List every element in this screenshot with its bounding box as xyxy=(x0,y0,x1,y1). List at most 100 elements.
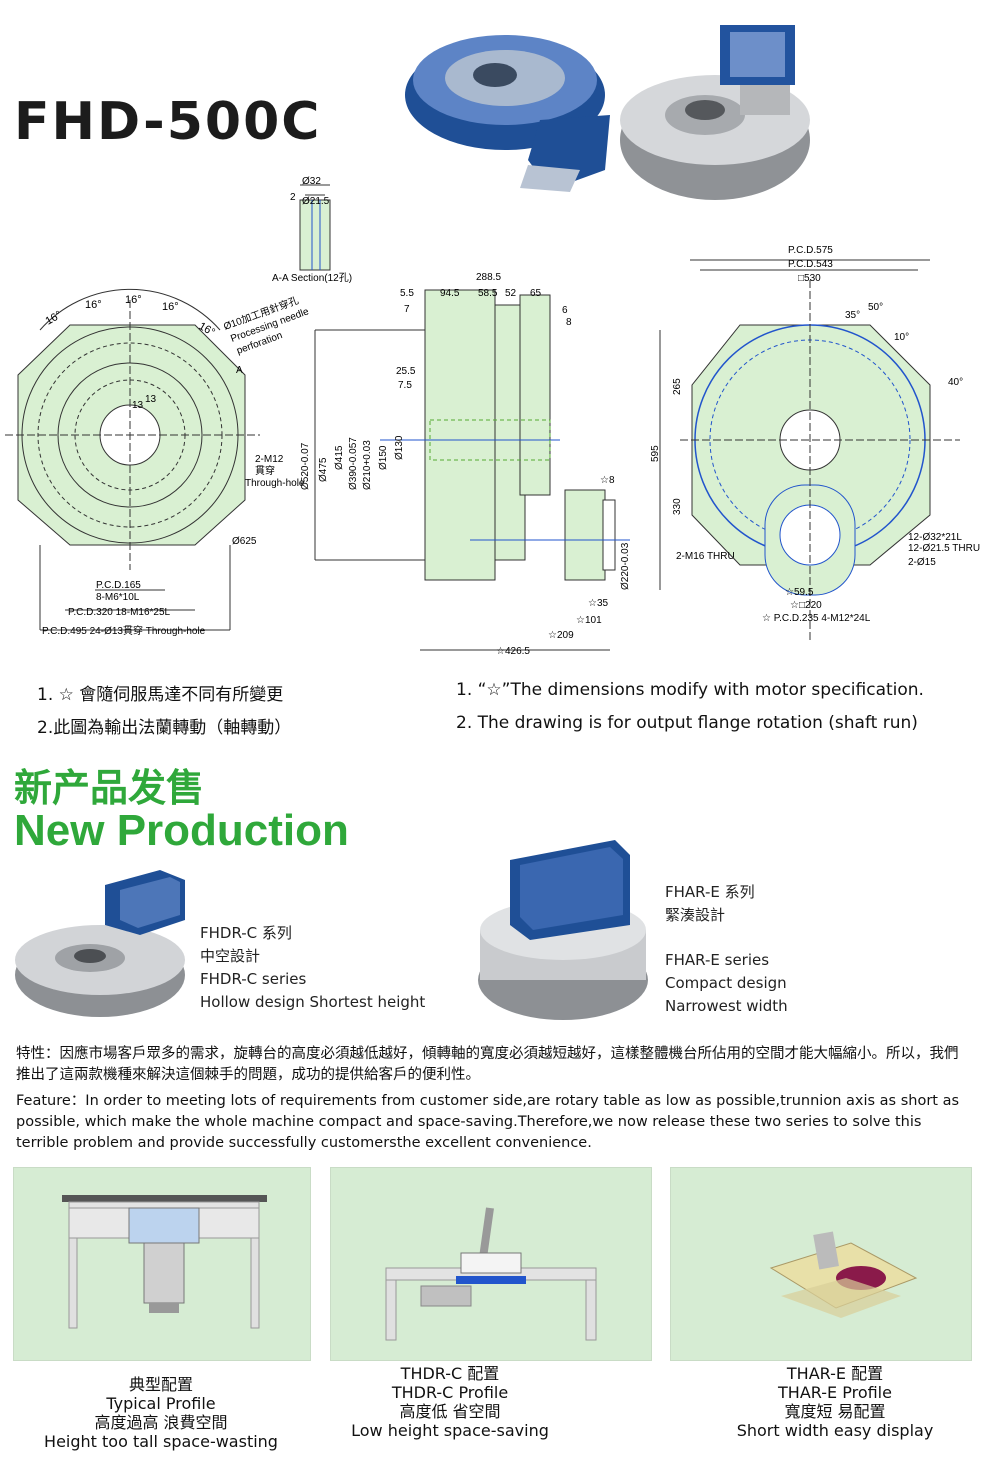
pcd-495: P.C.D.495 24-Ø13貫穿 Through-hole xyxy=(42,624,206,637)
thar-caption-2: THAR-E Profile xyxy=(778,1383,892,1402)
dim-star-8: ☆8 xyxy=(600,475,615,486)
dim-7: 7 xyxy=(404,304,410,315)
top-view xyxy=(659,259,960,640)
fhdr-line-1: FHDR-C 系列 xyxy=(200,924,292,942)
angle-label: 16° xyxy=(125,294,142,306)
thdr-profile-illustration xyxy=(385,1207,597,1341)
thdr-caption-3: 高度低 省空間 xyxy=(399,1402,501,1421)
angle-label: 16° xyxy=(85,299,102,311)
typical-caption-4: Height too tall space-wasting xyxy=(44,1432,278,1451)
dia-130: Ø130 xyxy=(394,435,405,460)
dim-255: 25.5 xyxy=(396,366,416,377)
note-zh-1: 1. ☆ 會隨伺服馬達不同有所變更 xyxy=(37,685,284,705)
typical-profile-illustration xyxy=(62,1195,267,1329)
typical-caption-2: Typical Profile xyxy=(106,1394,216,1413)
typical-caption-1: 典型配置 xyxy=(128,1375,193,1394)
pcd-165: P.C.D.165 xyxy=(96,580,141,591)
callout-215: 12-Ø21.5 THRU xyxy=(908,543,980,554)
dim-star-35: ☆35 xyxy=(588,598,609,609)
note-en-2: 2. The drawing is for output flange rota… xyxy=(456,713,918,733)
thar-profile-panel xyxy=(670,1167,972,1361)
callout-through-zh: 貫穿 xyxy=(255,464,275,477)
pcd-165-thread: 8-M6*10L xyxy=(96,592,140,603)
pcd-575: P.C.D.575 xyxy=(788,245,833,256)
fhar-line-3: FHAR-E series xyxy=(665,951,770,969)
dim-55: 5.5 xyxy=(400,288,414,299)
thar-caption-4: Short width easy display xyxy=(736,1421,934,1440)
angle-label: 16° xyxy=(162,301,179,313)
dim-13b: 13 xyxy=(145,394,157,405)
sq-530: □530 xyxy=(798,273,821,284)
angle-50: 50° xyxy=(868,302,883,313)
dia-520: Ø520-0.07 xyxy=(300,442,311,490)
dim-75: 7.5 xyxy=(398,380,412,391)
callout-15: 2-Ø15 xyxy=(908,557,936,568)
thar-profile-illustration xyxy=(769,1231,918,1318)
pcd-235: ☆ P.C.D.235 4-M12*24L xyxy=(762,613,871,624)
dia-475: Ø475 xyxy=(318,457,329,482)
thar-caption-3: 寬度短 易配置 xyxy=(784,1402,886,1421)
angle-35: 35° xyxy=(845,310,860,321)
dim-595-star: ☆59.5 xyxy=(785,587,814,598)
side-view xyxy=(314,289,630,651)
fhar-line-1: FHAR-E 系列 xyxy=(665,883,755,901)
typical-caption-3: 高度過高 浪費空間 xyxy=(94,1413,228,1432)
new-product-heading-zh: 新产品发售 xyxy=(14,766,205,810)
thdr-profile-panel xyxy=(330,1167,652,1361)
dim-220: Ø220-0.03 xyxy=(620,542,631,590)
dim-star-209: ☆209 xyxy=(548,630,574,641)
note-en-1: 1. “☆”The dimensions modify with motor s… xyxy=(456,680,924,700)
dim-265: 265 xyxy=(672,378,683,395)
fhar-product-image xyxy=(478,840,648,1020)
section-aa-detail xyxy=(299,184,331,271)
thdr-caption-4: Low height space-saving xyxy=(351,1421,549,1440)
dim-52: 52 xyxy=(505,288,517,299)
dim-13a: 13 xyxy=(132,400,144,411)
new-product-heading-en: New Production xyxy=(14,806,349,855)
dia-390: Ø390-0.057 xyxy=(348,437,359,490)
fhar-line-5: Narrowest width xyxy=(665,997,788,1015)
dim-8: 8 xyxy=(566,317,572,328)
dim-sec-2: 2 xyxy=(290,192,296,203)
product-render-top xyxy=(405,25,810,200)
thdr-caption-2: THDR-C Profile xyxy=(391,1383,509,1402)
angle-40: 40° xyxy=(948,377,963,388)
fhdr-product-image xyxy=(15,870,185,1017)
pcd-320: P.C.D.320 18-M16*25L xyxy=(68,607,171,618)
fhar-line-2: 緊湊設計 xyxy=(665,906,726,924)
dim-945: 94.5 xyxy=(440,288,460,299)
thar-caption-1: THAR-E 配置 xyxy=(786,1364,884,1383)
callout-m16: 2-M16 THRU xyxy=(676,551,735,562)
typical-profile-panel xyxy=(13,1167,311,1361)
dim-330: 330 xyxy=(672,498,683,515)
fhdr-line-3: FHDR-C series xyxy=(200,970,307,988)
callout-a: A xyxy=(236,365,243,376)
section-label: A-A Section(12孔) xyxy=(272,272,352,284)
callout-625: Ø625 xyxy=(232,536,257,547)
dim-6: 6 xyxy=(562,305,568,316)
dim-595: 595 xyxy=(650,445,661,462)
technical-drawing: Ø32 Ø21.5 2 A-A Section(12孔) 16° 16° 16°… xyxy=(5,176,980,657)
dia-210: Ø210+0.03 xyxy=(362,440,373,490)
dia-415: Ø415 xyxy=(334,445,345,470)
dia-150: Ø150 xyxy=(378,445,389,470)
model-title: FHD-500C xyxy=(14,92,322,152)
feature-en: Feature：In order to meeting lots of requ… xyxy=(16,1093,960,1151)
dim-288: 288.5 xyxy=(476,272,501,283)
angle-10: 10° xyxy=(894,332,909,343)
note-zh-2: 2.此圖為輸出法蘭轉動（軸轉動） xyxy=(37,718,292,738)
dim-585: 58.5 xyxy=(478,288,498,299)
silver-rotary-unit-image xyxy=(620,25,810,200)
dim-220-star: ☆□220 xyxy=(790,600,822,611)
front-view xyxy=(5,288,260,631)
fhdr-line-2: 中空設計 xyxy=(200,947,261,965)
blue-rotary-table-image xyxy=(405,35,610,192)
dim-sec-215: Ø21.5 xyxy=(302,196,330,207)
fhar-line-4: Compact design xyxy=(665,974,787,992)
callout-through-en: Through-hole xyxy=(245,478,305,489)
callout-32: 12-Ø32*21L xyxy=(908,532,962,543)
callout-m12: 2-M12 xyxy=(255,454,284,465)
feature-zh: 特性：因應市場客戶眾多的需求，旋轉台的高度必須越低越好，傾轉軸的寬度必須越短越好… xyxy=(16,1046,959,1083)
pcd-543: P.C.D.543 xyxy=(788,259,833,270)
dim-star-101: ☆101 xyxy=(576,615,602,626)
